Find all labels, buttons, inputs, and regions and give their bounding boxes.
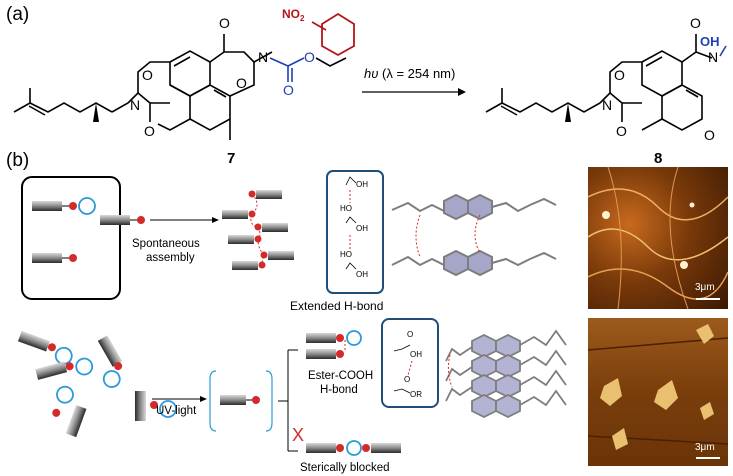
crystal-packing-bottom (445, 329, 567, 419)
hbond-cooh-box (326, 170, 384, 294)
svg-text:O: O (407, 330, 413, 339)
spontaneous-caption-2: assembly (146, 252, 195, 264)
sterically-blocked-pair (306, 440, 401, 456)
svg-text:OH: OH (356, 270, 368, 279)
ester-cooh-caption-2: H-bond (320, 384, 358, 396)
product-o-right: O (704, 127, 715, 143)
ester-cooh-pair (306, 330, 362, 359)
product-n-right: N (708, 49, 718, 65)
afm-image-fibers: 3μm (588, 167, 728, 309)
blocked-cross: X (292, 425, 304, 445)
product-o-left: O (614, 67, 625, 83)
svg-text:OR: OR (410, 390, 422, 399)
svg-text:OH: OH (356, 224, 368, 233)
scale-bar-top: 3μm (695, 282, 715, 293)
assembly-arrow-head (212, 217, 219, 223)
scale-bar-bottom: 3μm (695, 442, 715, 453)
uv-arrow-head (200, 396, 207, 402)
reactant-o-top: O (219, 15, 230, 31)
reaction-condition: hυ (λ = 254 nm) (364, 66, 455, 81)
reactant-ester-o: O (283, 82, 294, 98)
reaction-arrow-head (458, 88, 466, 96)
acid-monomer-bracketed (220, 395, 260, 405)
reactant-alkyl-chain (13, 88, 129, 113)
hbond-cooh-content: OH HO OH HO OH (340, 176, 368, 279)
panel-a-label: (a) (6, 4, 30, 25)
panel-b-label: (b) (6, 150, 30, 171)
uv-light-caption: UV-light (156, 405, 197, 417)
uv-scattered-monomers (17, 330, 177, 438)
svg-text:HO: HO (340, 204, 352, 213)
ester-cooh-caption-1: Ester-COOH (308, 370, 373, 382)
afm-image-platelets: 3μm (588, 318, 728, 466)
monomer-box (21, 176, 121, 300)
reactant-o-bottom: O (144, 123, 155, 139)
product-ndi-core (599, 34, 713, 131)
svg-text:HO: HO (340, 250, 352, 259)
product-alkyl-chain (485, 88, 601, 113)
monomer-ester-1 (32, 197, 96, 215)
svg-text:O: O (404, 375, 410, 384)
svg-text:OH: OH (410, 350, 422, 359)
monomer-acid-2 (100, 215, 145, 225)
sterically-blocked-caption: Sterically blocked (300, 462, 389, 474)
reactant-n-left: N (130, 97, 140, 113)
product-n-left: N (602, 97, 612, 113)
product-acid-label: OH (700, 34, 720, 49)
spontaneous-caption-1: Spontaneous (132, 238, 200, 250)
svg-text:OH: OH (356, 180, 368, 189)
crystal-packing-top (391, 193, 557, 277)
product-acid (719, 45, 727, 57)
hbond-chain-assembly (222, 190, 294, 270)
monomer-acid-1 (32, 253, 77, 263)
ester-cooh-content: O OH O OR (393, 330, 422, 399)
reactant-o-right: O (236, 75, 247, 91)
reactant-ester (269, 57, 347, 82)
nitro-label: NO2 (282, 7, 305, 23)
extended-hbond-caption: Extended H-bond (290, 299, 383, 313)
assembly-schematic: Spontaneous assembly OH HO OH HO OH Exte… (17, 170, 567, 474)
reactant-methyl-wedge (93, 103, 99, 122)
reactant-n-right: N (258, 49, 268, 65)
compound-7-number: 7 (227, 150, 236, 167)
product-o-top: O (690, 15, 701, 31)
branch-bracket (278, 349, 298, 452)
compound-8-number: 8 (654, 150, 663, 167)
product-double-bond (500, 105, 518, 116)
product-o-bottom: O (616, 123, 627, 139)
reactant-ester-o2: O (304, 49, 315, 65)
reaction-scheme: O O O O N N O O NO2 hυ (λ = 254 nm) O (13, 7, 727, 143)
reactant-ndi-core (127, 34, 273, 140)
reactant-o-left: O (142, 67, 153, 83)
reactant-nitrobenzyl (311, 12, 355, 57)
reactant-double-bond (28, 105, 46, 116)
product-methyl-wedge (565, 103, 571, 122)
ester-cooh-box (381, 318, 439, 408)
